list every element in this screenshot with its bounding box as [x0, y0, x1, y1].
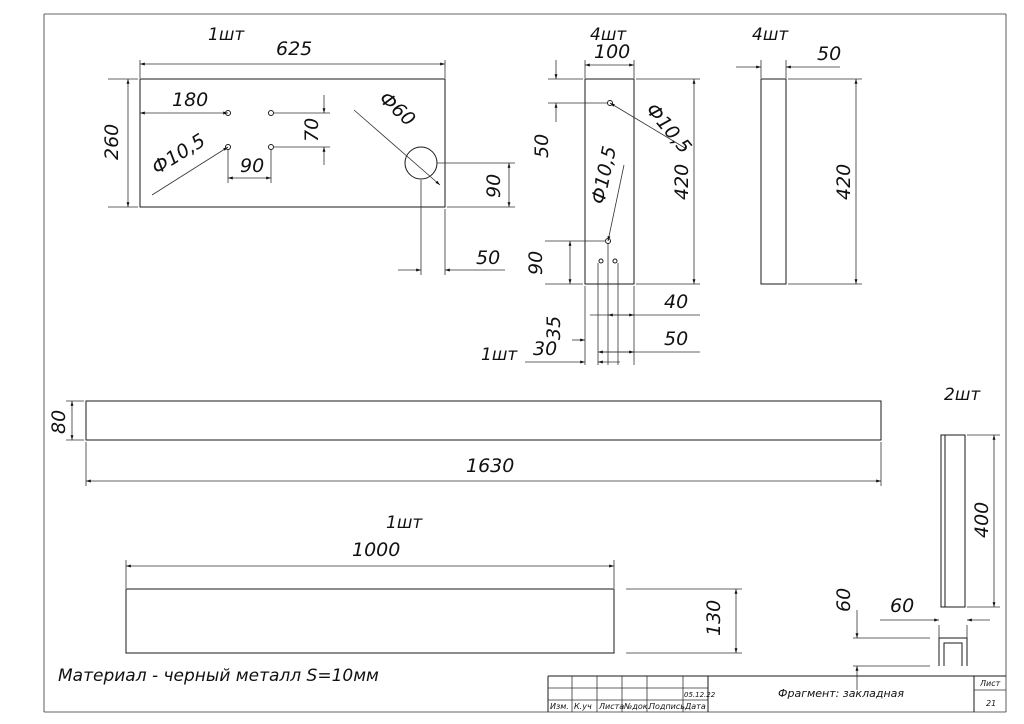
sheet-label: Лист — [979, 679, 1001, 688]
plate-100-qty: 4шт — [590, 25, 627, 45]
plate-625-height-label: 260 — [101, 124, 123, 160]
channel-section-outline — [938, 637, 968, 666]
strip-50-qty: 4шт — [752, 25, 789, 45]
channel-length-label: 400 — [971, 502, 993, 538]
plate-100-bottom-hole-offset-label: 90 — [525, 251, 547, 275]
strip-1000-height-label: 130 — [703, 600, 725, 636]
strip-1630-view: 80 1630 — [48, 400, 882, 486]
plate-625-hole-spacing-v-label: 70 — [301, 118, 323, 142]
channel-width-label: 60 — [890, 595, 914, 617]
title-date: 05.12.22 — [684, 691, 716, 699]
plate-625-view: 1шт 625 260 180 70 90 Ф10,5 — [101, 25, 515, 275]
material-note: Материал - черный металл S=10мм — [58, 666, 379, 686]
plate-625-qty: 1шт — [208, 25, 245, 45]
plate-100-right-40-label: 40 — [664, 291, 688, 313]
strip-50-view: 4шт 50 420 — [736, 25, 862, 285]
title-header-izm: Изм. — [550, 702, 569, 711]
plate-100-left-35-label: 35 — [543, 316, 565, 340]
title-text: Фрагмент: закладная — [778, 687, 904, 700]
title-header-lista: Листа — [598, 702, 624, 711]
plate-625-small-hole-label: Ф10,5 — [148, 129, 209, 179]
plate-625-hole-1 — [225, 110, 231, 116]
plate-625-big-hole — [404, 146, 438, 180]
strip-1630-length-label: 1630 — [466, 455, 514, 477]
strip-1000-qty: 1шт — [386, 513, 423, 533]
title-header-data: Дата — [684, 702, 706, 711]
strip-1000-length-label: 1000 — [352, 539, 400, 561]
sheet-frame — [43, 13, 1007, 713]
plate-625-hole-offset-label: 180 — [172, 89, 208, 111]
title-header-podpis: Подпись — [649, 702, 685, 711]
strip-1630-outline — [85, 400, 882, 441]
strip-1000-outline — [125, 588, 615, 654]
plate-100-right-50-label: 50 — [664, 328, 688, 350]
strip-50-width-label: 50 — [817, 43, 841, 65]
plate-625-width-label: 625 — [276, 38, 312, 60]
plate-625-big-hole-right-label: 50 — [476, 247, 500, 269]
strip-1630-qty: 1шт — [481, 345, 518, 365]
plate-100-bottom-hole-left — [598, 258, 604, 264]
channel-qty: 2шт — [944, 385, 981, 405]
strip-50-height-label: 420 — [833, 164, 855, 200]
sheet-number: 21 — [986, 699, 996, 708]
plate-100-bottom-hole-right — [612, 258, 618, 264]
plate-100-top-hole-label: Ф10,5 — [641, 99, 696, 158]
channel-height-label: 60 — [833, 588, 855, 612]
strip-1000-view: 1шт 1000 130 — [125, 513, 742, 654]
plate-625-hole-spacing-h-label: 90 — [240, 155, 264, 177]
title-header-kuch: К.уч — [574, 702, 592, 711]
channel-side-outline — [940, 434, 966, 608]
plate-625-outline — [139, 78, 446, 208]
plate-100-top-hole-offset-label: 50 — [531, 134, 553, 158]
plate-100-width-label: 100 — [594, 41, 630, 63]
plate-625-hole-2 — [268, 110, 274, 116]
plate-100-left-30-label: 30 — [533, 338, 557, 360]
strip-1630-height-label: 80 — [48, 410, 70, 434]
plate-625-hole-4 — [268, 144, 274, 150]
plate-625-big-hole-label: Ф60 — [375, 87, 420, 130]
plate-100-height-label: 420 — [671, 164, 693, 200]
strip-50-outline — [760, 78, 787, 285]
plate-100-bottom-hole-label: Ф10,5 — [587, 144, 621, 206]
channel-view: 2шт 400 60 60 — [833, 385, 1000, 690]
title-block: Изм. К.уч Листа №док. Подпись Дата 05.12… — [547, 675, 1006, 712]
plate-625-big-hole-bottom-label: 90 — [483, 174, 505, 198]
plate-100-outline — [584, 78, 635, 285]
plate-100-view: 4шт 100 420 Ф10,5 50 Ф10,5 90 — [525, 25, 700, 365]
title-header-ndok: №док. — [623, 702, 650, 711]
